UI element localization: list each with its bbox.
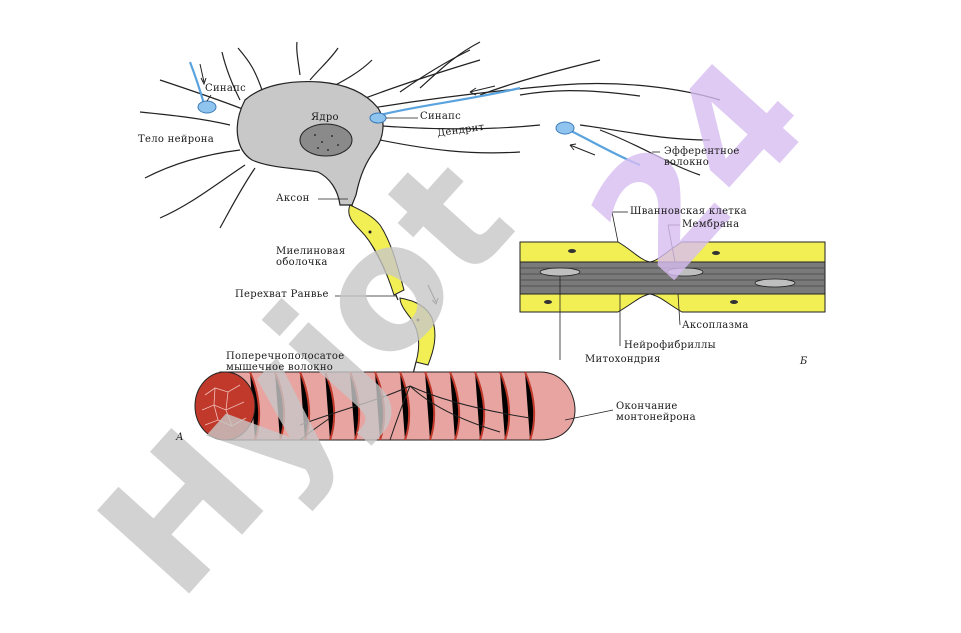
neuron-diagram: Hyjot 24 Синапс Тело нейрона Ядро Синапс… <box>62 25 843 633</box>
nucleus-dots <box>314 134 339 151</box>
label-schwann-cell: Шванновская клетка <box>630 206 747 217</box>
myelin-detail <box>519 241 826 313</box>
synapse-right-fiber <box>379 86 521 117</box>
axon-myelin <box>348 204 439 387</box>
synapse-left-fiber <box>188 61 206 105</box>
nucleus-shape <box>299 123 353 157</box>
label-axoplasm: Аксоплазма <box>682 320 749 331</box>
label-synapse-right: Синапс <box>420 111 462 122</box>
label-motoneuron-ending: Окончание монтонейрона <box>616 401 696 423</box>
label-mitochondria: Митохондрия <box>585 354 661 365</box>
label-synapse-left: Синапс <box>205 83 247 94</box>
label-nucleus: Ядро <box>311 112 339 123</box>
label-node-ranvier: Перехват Ранвье <box>235 289 329 300</box>
synapse-right-bulb <box>369 112 387 124</box>
synapse-right-arrow <box>469 85 496 93</box>
neuron-illustration <box>139 41 826 441</box>
label-neuron-body: Тело нейрона <box>138 134 215 145</box>
label-membrane: Мембрана <box>682 219 740 230</box>
muscle-fiber <box>194 371 576 441</box>
label-myelin-sheath: Миелиновая оболочка <box>276 246 346 268</box>
label-neurofibrils: Нейрофибриллы <box>624 340 716 351</box>
leader-lines <box>206 94 681 421</box>
mark-a: А <box>176 432 184 443</box>
mark-b: Б <box>800 356 808 367</box>
label-efferent-fiber: Эфферентное волокно <box>664 146 740 168</box>
label-axon: Аксон <box>276 193 310 204</box>
synapse-left-arrow <box>199 63 205 83</box>
synapse-left-bulb <box>197 100 217 114</box>
label-muscle-fiber: Поперечнополосатое мышечное волокно <box>226 351 345 373</box>
